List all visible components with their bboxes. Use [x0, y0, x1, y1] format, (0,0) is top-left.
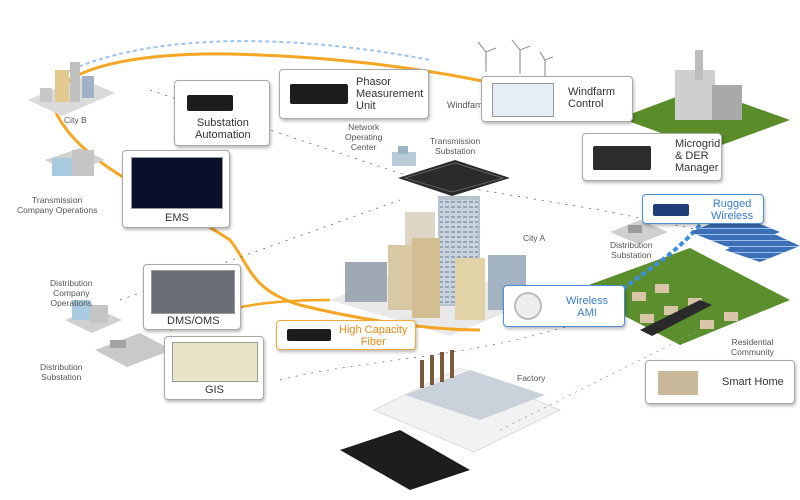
noc-building — [392, 146, 416, 166]
transmission-substation-label: Transmission Substation — [430, 136, 481, 156]
wireless-router-icon — [653, 204, 689, 216]
ems-card[interactable]: EMS — [122, 150, 230, 228]
substation-automation-device-icon — [187, 95, 233, 111]
wireless-ami-card[interactable]: Wireless AMI — [503, 285, 625, 327]
dms-oms-title: DMS/OMS — [167, 315, 220, 327]
distribution-substation-right — [610, 220, 668, 244]
distribution-ops-building — [65, 300, 122, 333]
ems-screen-icon — [131, 157, 223, 209]
factory-building — [405, 350, 545, 420]
distribution-substation-left — [95, 333, 172, 367]
transmission-ops-building — [45, 148, 105, 176]
pmu-device-icon — [290, 84, 348, 104]
smart-meter-icon — [514, 292, 542, 320]
ems-title: EMS — [165, 212, 189, 224]
wind-turbines — [477, 39, 554, 78]
substation-automation-title: Substation Automation — [195, 117, 251, 141]
city-b-label: City B — [64, 115, 87, 125]
city-b-buildings — [28, 62, 115, 116]
network-operating-center-label: Network Operating Center — [345, 122, 383, 152]
residential-community-label: Residential Community — [731, 337, 774, 357]
rugged-wireless-card[interactable]: Rugged Wireless — [642, 194, 764, 224]
microgrid-der-manager-card[interactable]: Microgrid & DER Manager — [582, 133, 722, 181]
transmission-substation-grid — [398, 160, 510, 196]
parking-lot — [340, 430, 470, 490]
rugged-wireless-title: Rugged Wireless — [711, 198, 754, 222]
dms-oms-card[interactable]: DMS/OMS — [143, 264, 241, 330]
distribution-company-operations-label: Distribution Company Operations — [50, 278, 93, 308]
phasor-measurement-unit-title: Phasor Measurement Unit — [356, 76, 424, 112]
gis-title: GIS — [205, 384, 224, 396]
dms-oms-photo-icon — [151, 270, 235, 314]
transmission-company-operations-label: Transmission Company Operations — [17, 195, 98, 215]
smart-home-title: Smart Home — [722, 376, 784, 388]
substation-automation-card[interactable]: Substation Automation — [174, 80, 270, 146]
distribution-substation-right-label: Distribution Substation — [610, 240, 653, 260]
high-capacity-fiber-title: High Capacity Fiber — [339, 324, 408, 348]
fiber-device-icon — [287, 329, 331, 341]
city-a-buildings — [345, 196, 526, 320]
windfarm-control-card[interactable]: Windfarm Control — [481, 76, 633, 122]
phasor-measurement-unit-card[interactable]: Phasor Measurement Unit — [279, 69, 429, 119]
gis-card[interactable]: GIS — [164, 336, 264, 400]
windfarm-control-title: Windfarm Control — [568, 86, 616, 110]
wireless-ami-title: Wireless AMI — [566, 295, 609, 319]
residential-road — [640, 300, 712, 336]
city-a-label: City A — [523, 233, 546, 243]
factory-label: Factory — [517, 373, 546, 383]
microgrid-device-icon — [593, 146, 651, 170]
windfarm-screen-icon — [492, 83, 554, 117]
distribution-line-2 — [499, 329, 701, 431]
wireless-link-top — [59, 40, 431, 76]
smart-home-card[interactable]: Smart Home — [645, 360, 795, 404]
high-capacity-fiber-card[interactable]: High Capacity Fiber — [276, 320, 416, 350]
power-plant — [620, 50, 790, 150]
gis-map-icon — [172, 342, 258, 382]
windfarm-label: Windfarm — [447, 100, 486, 110]
microgrid-der-manager-title: Microgrid & DER Manager — [675, 138, 721, 174]
house-icon — [658, 371, 698, 395]
distribution-substation-left-label: Distribution Substation — [40, 362, 83, 382]
